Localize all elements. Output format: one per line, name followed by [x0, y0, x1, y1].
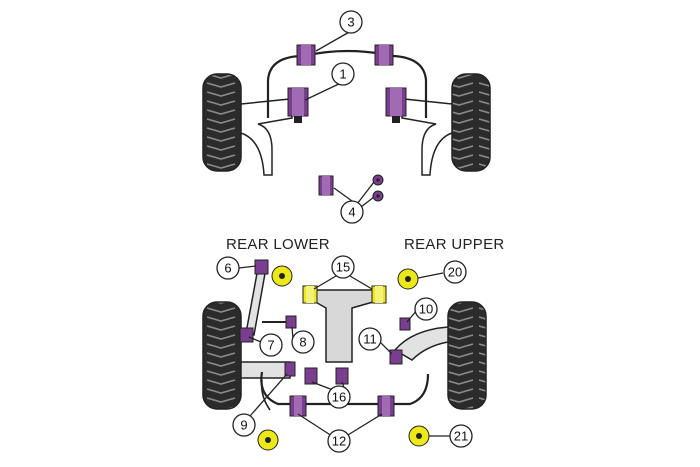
svg-text:12: 12 — [332, 434, 346, 449]
rear-upper-arm — [393, 326, 449, 361]
callout-9: 9 — [232, 413, 256, 437]
subframe-bush-left — [302, 285, 318, 304]
yellow-washer-6 — [271, 265, 293, 287]
lower-arm-bush — [284, 361, 296, 377]
subframe-bush-right — [371, 285, 387, 304]
diff-mount-bush-left — [304, 367, 318, 385]
svg-text:4: 4 — [348, 205, 355, 220]
upper-arm-bush-outer — [399, 317, 411, 331]
arb-bush-right — [374, 44, 394, 66]
rear-assembly — [202, 259, 487, 451]
front-right-wishbone — [401, 98, 453, 176]
svg-text:3: 3 — [347, 15, 354, 30]
rear-arb-bush-left — [289, 395, 307, 417]
drop-link-bush — [318, 175, 334, 196]
rear-upper-label: REAR UPPER — [404, 236, 505, 253]
front-left-wishbone — [240, 98, 293, 176]
svg-text:6: 6 — [224, 261, 231, 276]
callout-12: 12 — [327, 429, 351, 453]
rear-left-tyre — [202, 301, 242, 410]
front-assembly — [202, 44, 491, 202]
callout-11: 11 — [358, 327, 382, 351]
trailing-link-bush-upper — [254, 259, 269, 275]
svg-text:7: 7 — [267, 338, 274, 353]
yellow-washer-21 — [408, 425, 430, 447]
diff-mount-bush-right — [335, 367, 349, 385]
svg-text:21: 21 — [454, 429, 468, 444]
callout-7: 7 — [259, 333, 283, 357]
svg-text:10: 10 — [419, 302, 433, 317]
callout-6: 6 — [216, 256, 240, 280]
callout-10: 10 — [414, 297, 438, 321]
yellow-washer-left-bottom — [257, 429, 279, 451]
callout-21: 21 — [449, 424, 473, 448]
svg-text:11: 11 — [363, 332, 377, 347]
front-left-tyre — [202, 73, 242, 172]
wishbone-bush-left — [287, 87, 309, 123]
callout-3: 3 — [339, 10, 363, 34]
callout-1: 1 — [331, 62, 355, 86]
svg-text:15: 15 — [336, 260, 350, 275]
svg-text:1: 1 — [339, 67, 346, 82]
rear-right-tyre — [447, 301, 487, 410]
callout-15: 15 — [331, 255, 355, 279]
upper-arm-bush-inner — [389, 349, 403, 365]
svg-text:20: 20 — [448, 265, 462, 280]
yellow-washer-20 — [397, 268, 419, 290]
arb-bush-left — [296, 44, 316, 66]
svg-text:8: 8 — [299, 335, 306, 350]
rear-arb-bush-right — [377, 395, 395, 417]
rear-lower-arm — [240, 361, 291, 379]
front-right-tyre — [451, 73, 491, 172]
wishbone-bush-right — [385, 87, 407, 123]
callout-20: 20 — [443, 260, 467, 284]
callout-8: 8 — [291, 330, 315, 354]
rear-trailing-link — [245, 267, 267, 336]
rear-subframe — [311, 289, 381, 363]
svg-text:9: 9 — [240, 418, 247, 433]
toe-link-bush — [285, 315, 297, 329]
svg-text:16: 16 — [332, 390, 346, 405]
callout-4: 4 — [340, 200, 364, 224]
rear-lower-label: REAR LOWER — [226, 236, 330, 253]
trailing-link-bush-lower — [239, 327, 254, 343]
callout-16: 16 — [327, 385, 351, 409]
front-anti-roll-bar — [266, 49, 428, 118]
